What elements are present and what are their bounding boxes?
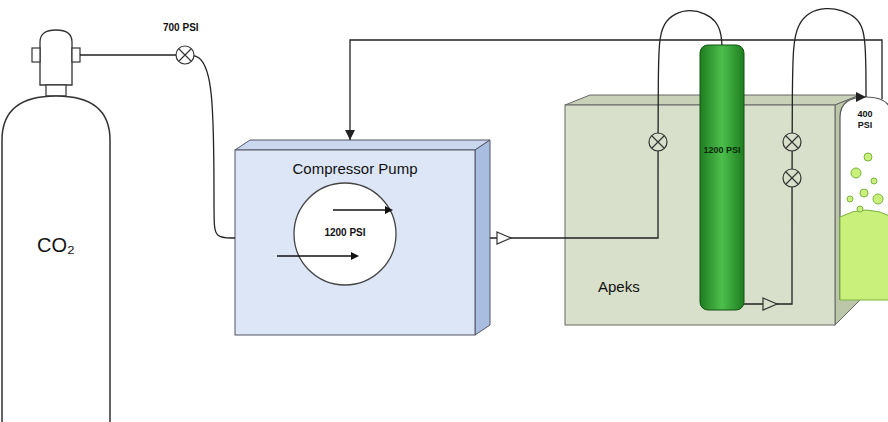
node-text: 1200 PSI: [700, 145, 744, 156]
pressure-label: 700 PSI: [163, 22, 199, 34]
extraction-column: 1200 PSI: [700, 45, 744, 310]
extractor-unit: Apeks 1200 PSI: [565, 95, 860, 325]
node-text: Apeks: [598, 278, 860, 296]
pump-gauge: 1200 PSI: [293, 182, 397, 286]
check-valve-symbol: [497, 232, 511, 244]
valve-symbol: [649, 133, 667, 151]
valve-symbol: [783, 133, 801, 151]
node-text: 400 PSI: [850, 109, 880, 131]
gas-cylinder: CO₂: [0, 30, 112, 422]
node-text: 1200 PSI: [293, 227, 397, 239]
gas-cylinder-outline: [0, 30, 112, 422]
compressor-pump: Compressor Pump 1200 PSI: [235, 140, 490, 335]
collection-vessel: 400 PSI: [838, 95, 888, 300]
valve-symbol: [783, 169, 801, 187]
valve-symbol: [176, 46, 194, 64]
node-text: Compressor Pump: [235, 160, 475, 178]
extraction-column-outline: [700, 45, 744, 310]
node-text: CO₂: [0, 233, 112, 257]
